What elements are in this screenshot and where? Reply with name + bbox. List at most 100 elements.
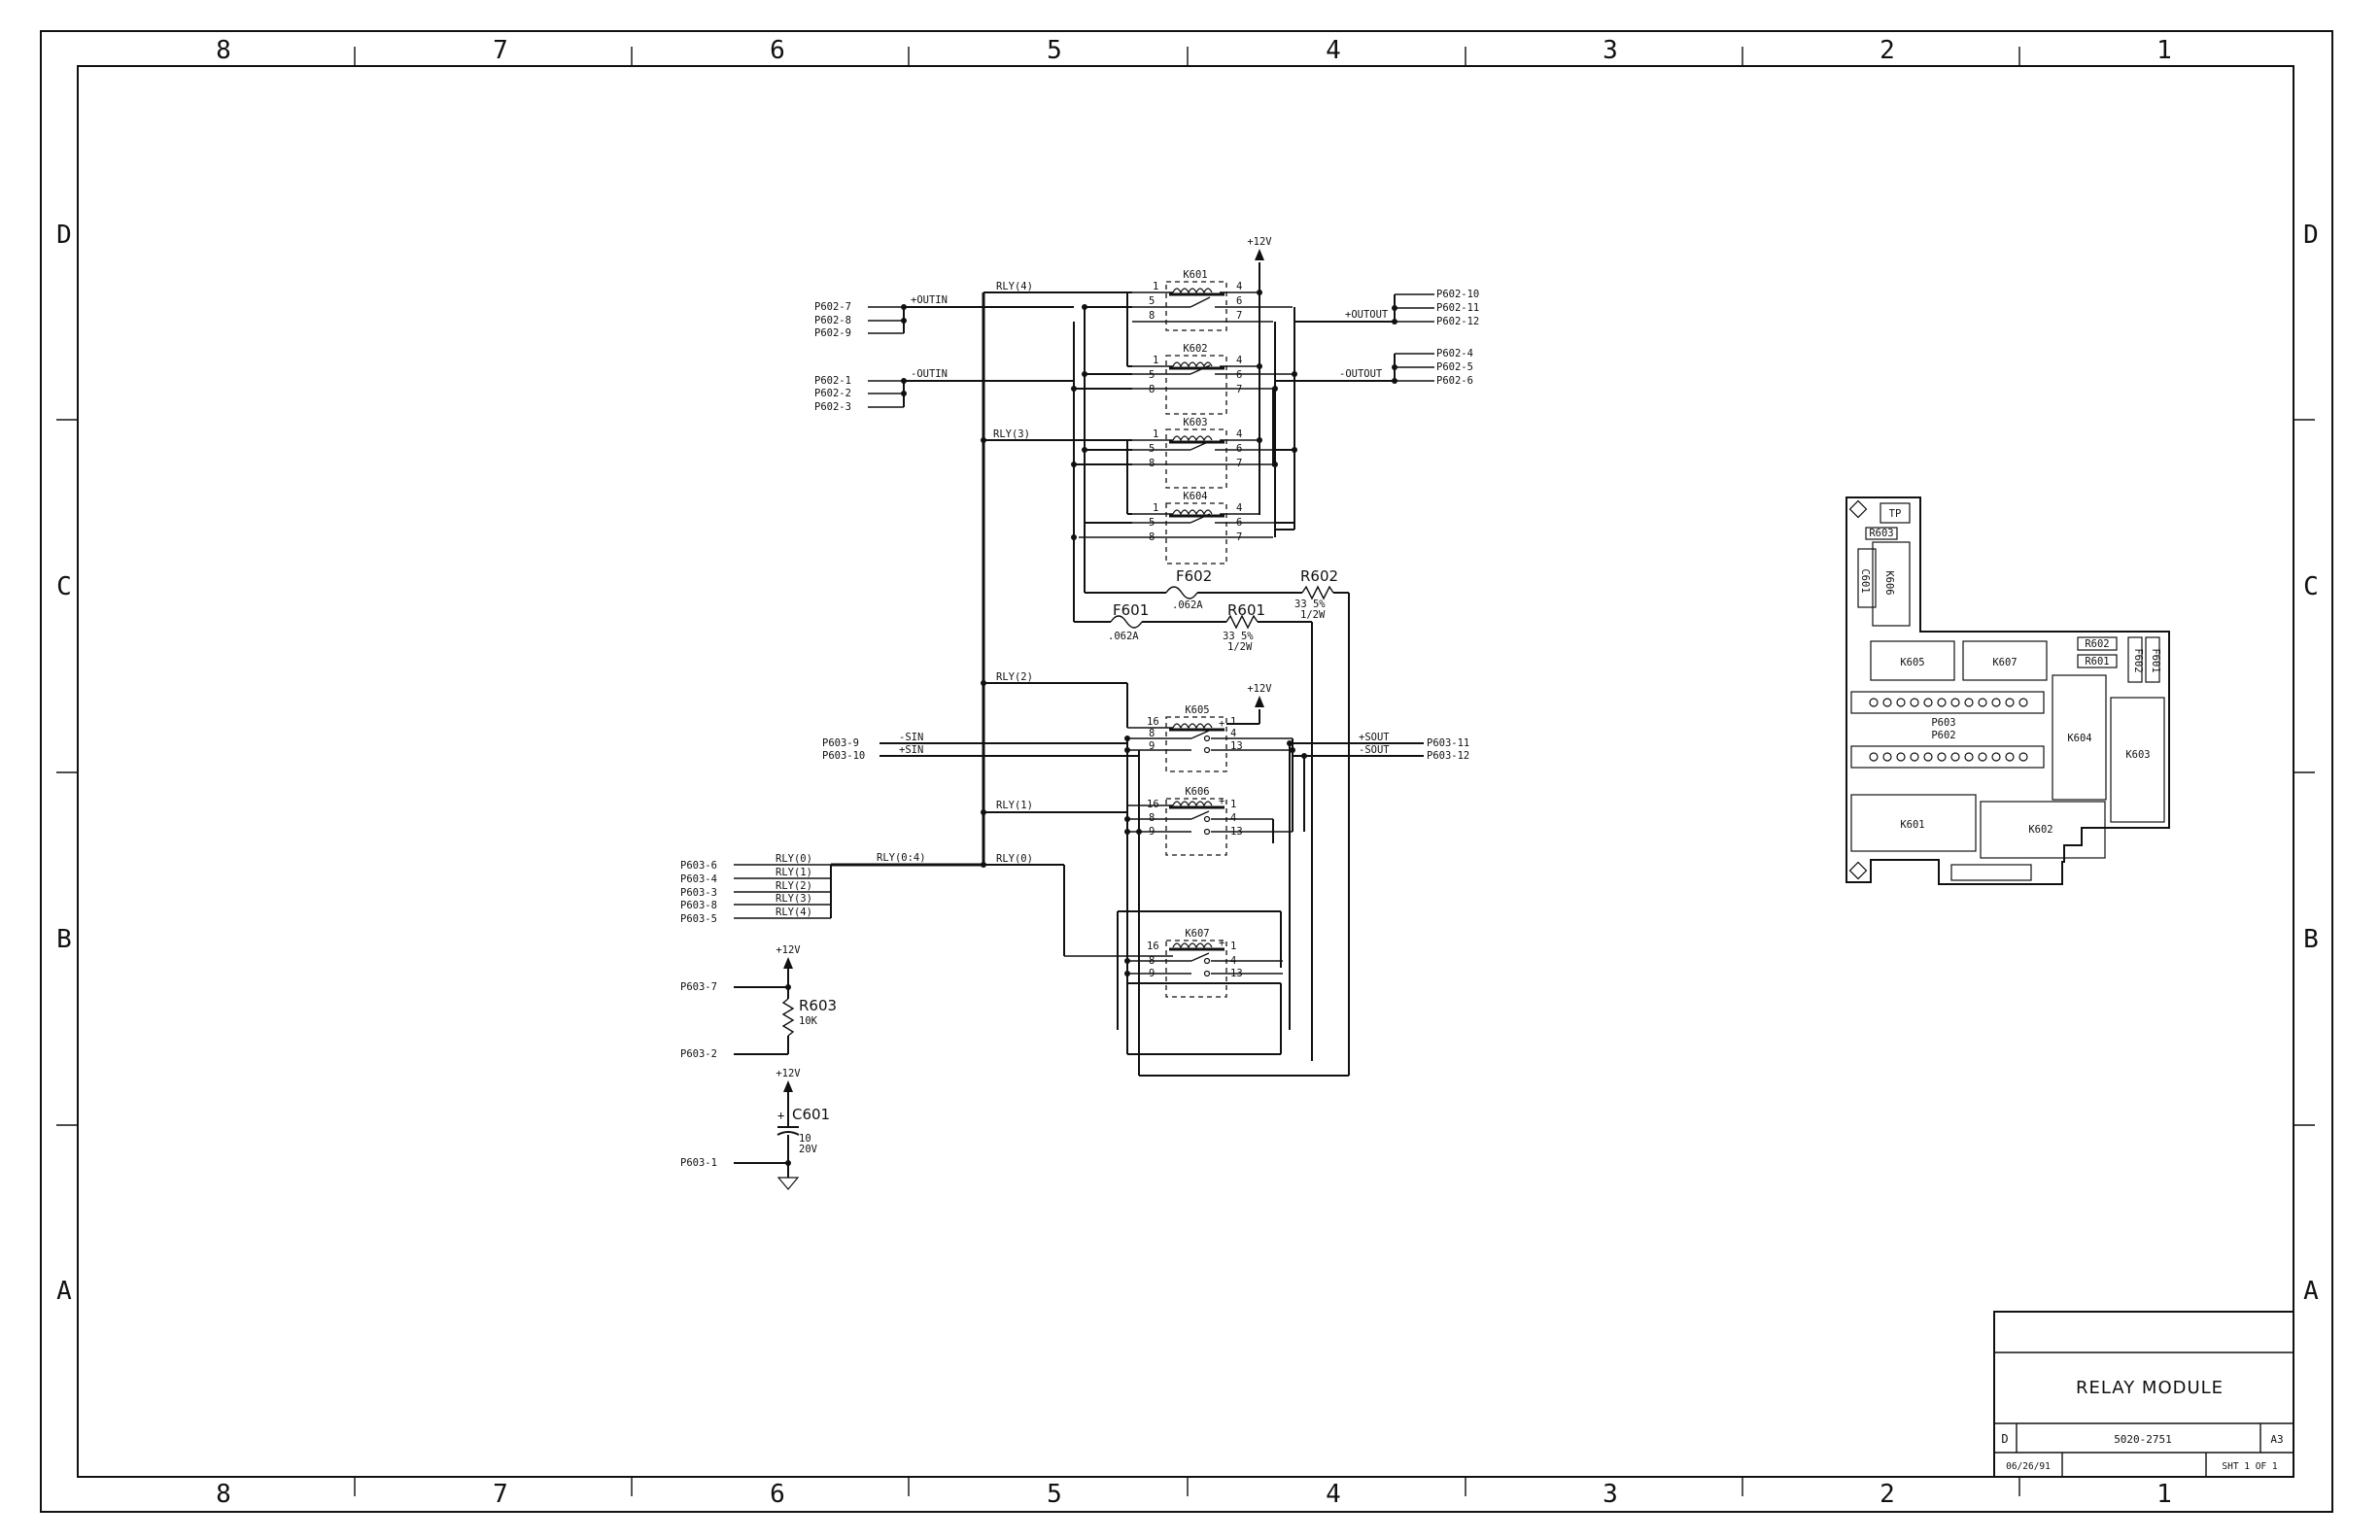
pin-num: 6 (1236, 517, 1242, 529)
pin-num: 5 (1149, 443, 1155, 455)
layout-label: C601 (1859, 568, 1871, 593)
relay-k602: K602 1 5 8 4 6 7 (1132, 343, 1293, 415)
connector-label: P602-7 (814, 301, 851, 313)
pin-num: 4 (1236, 428, 1242, 440)
layout-label: F602 (2132, 648, 2144, 672)
pin-num: 4 (1236, 502, 1242, 514)
layout-label: K606 (1883, 570, 1895, 595)
row-label-right: D (2303, 221, 2319, 250)
connector-label: P602-5 (1436, 361, 1473, 373)
connector-label: P603-9 (822, 737, 859, 749)
pin-num: 6 (1236, 443, 1242, 455)
part-value: 10K (799, 1015, 818, 1027)
title-block-rev: A3 (2270, 1433, 2283, 1446)
title-block: RELAY MODULE D 5020-2751 A3 06/26/91 SHT… (1993, 1311, 2294, 1478)
col-label-top: 5 (1047, 36, 1062, 65)
connector-label: P603-1 (680, 1157, 717, 1169)
pin-num: 4 (1230, 955, 1236, 967)
col-label-top: 1 (2156, 36, 2172, 65)
net-label: +SIN (899, 744, 923, 756)
pin-num: 8 (1149, 384, 1155, 395)
part-value: .062A (1108, 631, 1139, 642)
title-block-size: D (2001, 1432, 2008, 1446)
net-label: RLY(4) (776, 907, 812, 918)
relay-label: K602 (1183, 343, 1207, 355)
layout-label: P603 (1931, 717, 1955, 729)
col-label-bottom: 2 (1880, 1480, 1895, 1509)
connector-label: P603-5 (680, 913, 717, 925)
connector-label: P602-1 (814, 375, 851, 387)
pin-num: 16 (1147, 799, 1159, 810)
net-label: RLY(3) (993, 428, 1030, 440)
pin-num: 4 (1230, 728, 1236, 739)
layout-label: K602 (2028, 824, 2052, 836)
upper-relay-bank: +12V K601 1 5 8 4 6 7 K602 1 5 (814, 236, 1479, 622)
connector-label: P602-12 (1436, 316, 1479, 327)
connector-label: P603-12 (1427, 750, 1469, 762)
net-label: +OUTOUT (1345, 309, 1389, 321)
row-label-left: C (56, 572, 72, 601)
net-label: -OUTIN (911, 368, 948, 380)
cap-polarity: + (777, 1109, 784, 1122)
pin-num: 8 (1149, 458, 1155, 469)
layout-label: R602 (2085, 638, 2109, 650)
connector-label: P603-7 (680, 981, 717, 993)
layout-label: K607 (1992, 657, 2017, 668)
connector-label: P602-11 (1436, 302, 1479, 314)
relay-k606: K606 + 16 8 9 1 4 13 (1127, 786, 1293, 856)
connector-label: P603-6 (680, 860, 717, 872)
net-label: +OUTIN (911, 294, 948, 306)
pin-num: 1 (1153, 281, 1158, 292)
net-label: -OUTOUT (1339, 368, 1383, 380)
part-value: 1/2W (1300, 609, 1326, 621)
relay-label: K606 (1185, 786, 1209, 798)
v12-label: +12V (776, 1068, 801, 1079)
net-label: RLY(3) (776, 893, 812, 905)
diode-plus: + (1219, 796, 1224, 807)
row-label-left: B (56, 925, 72, 954)
relay-k603: K603 1 5 8 4 6 7 (1132, 417, 1293, 489)
part-label: R603 (799, 997, 837, 1014)
fuse-resistor-network: F602 .062A R602 33 5% 1/2W F601 .062A R6… (1074, 567, 1350, 1076)
pin-num: 4 (1236, 281, 1242, 292)
part-label: F601 (1113, 601, 1149, 619)
title-block-title: RELAY MODULE (2076, 1378, 2224, 1398)
net-label: RLY(0) (776, 853, 812, 865)
pin-num: 1 (1153, 428, 1158, 440)
pin-num: 9 (1149, 968, 1155, 979)
pin-num: 7 (1236, 458, 1242, 469)
pin-num: 13 (1230, 968, 1243, 979)
col-label-bottom: 4 (1326, 1480, 1341, 1509)
net-label: -SOUT (1359, 744, 1390, 756)
part-value: 20V (799, 1144, 818, 1155)
part-value: 10 (799, 1133, 811, 1145)
connector-label: P603-4 (680, 873, 717, 885)
net-label: RLY(0:4) (877, 852, 926, 864)
net-label: RLY(4) (996, 281, 1033, 292)
pin-num: 16 (1147, 941, 1159, 952)
v12-label: +12V (1247, 683, 1272, 695)
net-label: +SOUT (1359, 732, 1390, 743)
col-label-bottom: 1 (2156, 1480, 2172, 1509)
col-label-bottom: 3 (1603, 1480, 1618, 1509)
layout-logo: TP (1889, 508, 1902, 520)
pin-num: 7 (1236, 531, 1242, 543)
relay-k607: K607 + 16 8 9 1 4 13 (1064, 928, 1283, 998)
diode-plus: + (1219, 718, 1224, 730)
part-value: 33 5% (1294, 599, 1326, 610)
pin-num: 8 (1149, 812, 1155, 824)
layout-label: K605 (1900, 657, 1924, 668)
pin-num: 5 (1149, 295, 1155, 307)
layout-label: R601 (2085, 656, 2109, 667)
col-label-top: 8 (216, 36, 231, 65)
pin-num: 13 (1230, 740, 1243, 752)
part-label: C601 (792, 1106, 830, 1123)
row-label-left: A (56, 1277, 72, 1306)
part-label: R601 (1227, 601, 1265, 619)
pin-num: 8 (1149, 310, 1155, 322)
connector-label: P602-3 (814, 401, 851, 413)
pin-num: 9 (1149, 740, 1155, 752)
col-label-top: 4 (1326, 36, 1341, 65)
pin-num: 1 (1230, 799, 1236, 810)
